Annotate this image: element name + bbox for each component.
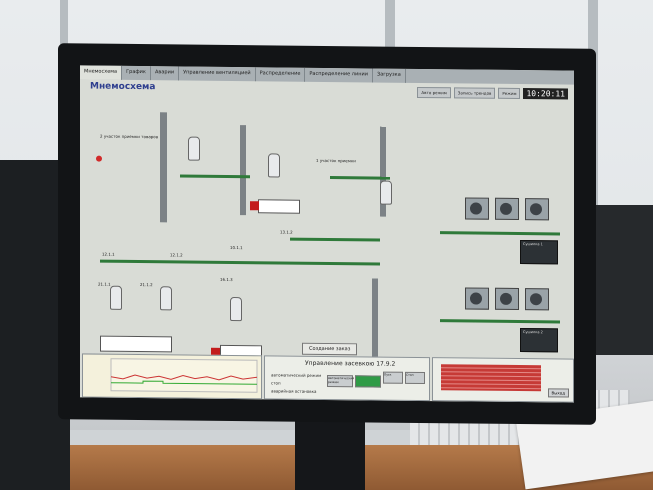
dryer-6 <box>525 288 549 311</box>
truck-top <box>258 199 300 214</box>
alarm-panel: Выход <box>432 357 574 403</box>
control-title: Управление засевкою 17.9.2 <box>305 359 396 368</box>
silo-4 <box>110 285 122 310</box>
status-bar: Авто режим Запись трендов Режим 10:20:11 <box>417 86 568 100</box>
truck-right-label: 1 участок приемки <box>316 157 356 164</box>
dryer-4 <box>465 287 489 310</box>
silo-6 <box>230 296 242 322</box>
legend-emergency: аварийная остановка <box>271 388 317 394</box>
dryer-1 <box>465 197 489 220</box>
auto-mode-button[interactable]: Авто режим <box>417 86 451 99</box>
dryer-2 <box>495 197 519 221</box>
stop-button[interactable]: Стоп <box>405 371 425 385</box>
conveyor-3 <box>290 237 380 242</box>
silo-2 <box>268 153 280 178</box>
label-line-c: 10.1.1 <box>230 244 243 251</box>
alarm-row[interactable] <box>441 384 541 390</box>
seeding-control-panel: Управление засевкою 17.9.2 автоматически… <box>264 355 430 402</box>
page-title: Мнемосхема <box>90 81 156 93</box>
tab-graph[interactable]: График <box>122 65 151 81</box>
trend-chart-panel <box>82 353 262 400</box>
ctrl-bottom-label: Сушилка 2 <box>523 330 543 335</box>
silo-5 <box>160 286 172 311</box>
conveyor-2 <box>330 176 390 180</box>
monitor-stand <box>295 420 365 490</box>
dryer-conveyor-1 <box>440 231 560 236</box>
legend-auto: автоматический режим <box>271 372 322 378</box>
conveyor-1 <box>180 174 250 179</box>
label-line-g: 16.1.3 <box>220 276 233 283</box>
elevator-4 <box>372 278 378 369</box>
label-line-a: 12.1.1 <box>102 251 115 257</box>
silo-3 <box>380 180 392 205</box>
tab-ventilation[interactable]: Управление вентиляцией <box>179 66 256 82</box>
ctrl-top-label: Сушилка 1 <box>523 242 543 247</box>
silo-1 <box>188 136 200 161</box>
trend-record-button[interactable]: Запись трендов <box>453 87 496 99</box>
dryer-5 <box>495 287 519 311</box>
main-conveyor <box>100 259 380 266</box>
scada-screen: Мнемосхема График Аварии Управление вент… <box>80 65 574 403</box>
tab-line-distribution[interactable]: Распределение линии <box>305 67 373 83</box>
status-indicator-green <box>355 375 381 388</box>
tab-distribution[interactable]: Распределение <box>255 67 306 82</box>
trend-chart <box>110 358 258 393</box>
tab-alarms[interactable]: Аварии <box>150 66 180 81</box>
legend-stop: стоп <box>271 380 281 386</box>
label-line-d: 13.1.2 <box>280 229 293 235</box>
create-order-button[interactable]: Создание заказ <box>302 342 358 356</box>
trend-line-green <box>111 380 257 385</box>
alarm-indicator <box>96 155 102 162</box>
truck-left-label: 2 участок приемки товаров <box>100 133 159 140</box>
dryer-conveyor-2 <box>440 319 560 324</box>
truck-top-cab <box>250 201 259 211</box>
label-line-b: 12.1.2 <box>170 252 183 258</box>
label-line-f: 21.1.2 <box>140 282 153 288</box>
alarm-exit-button[interactable]: Выход <box>547 388 569 398</box>
monitor: Мнемосхема График Аварии Управление вент… <box>58 43 596 425</box>
auto-mode-toggle[interactable]: Автоматический режим <box>327 375 354 388</box>
trend-line-red <box>110 374 258 381</box>
truck-bottom-left <box>100 335 172 353</box>
elevator-1 <box>160 112 167 223</box>
start-button[interactable]: Пуск <box>383 371 403 384</box>
clock: 10:20:11 <box>523 88 568 100</box>
tab-mnemoscheme[interactable]: Мнемосхема <box>80 65 123 80</box>
dryer-3 <box>525 198 549 221</box>
dryer-control-top[interactable]: Сушилка 1 <box>520 240 558 265</box>
elevator-2 <box>240 125 246 216</box>
window-frame-mid <box>385 0 395 80</box>
alarm-list[interactable] <box>441 364 541 392</box>
label-line-e: 21.1.1 <box>98 281 111 287</box>
right-monitor-edge <box>590 205 653 355</box>
tab-loading[interactable]: Загрузка <box>372 68 406 83</box>
mode-button[interactable]: Режим <box>498 87 521 100</box>
dryer-control-bottom[interactable]: Сушилка 2 <box>520 328 558 353</box>
